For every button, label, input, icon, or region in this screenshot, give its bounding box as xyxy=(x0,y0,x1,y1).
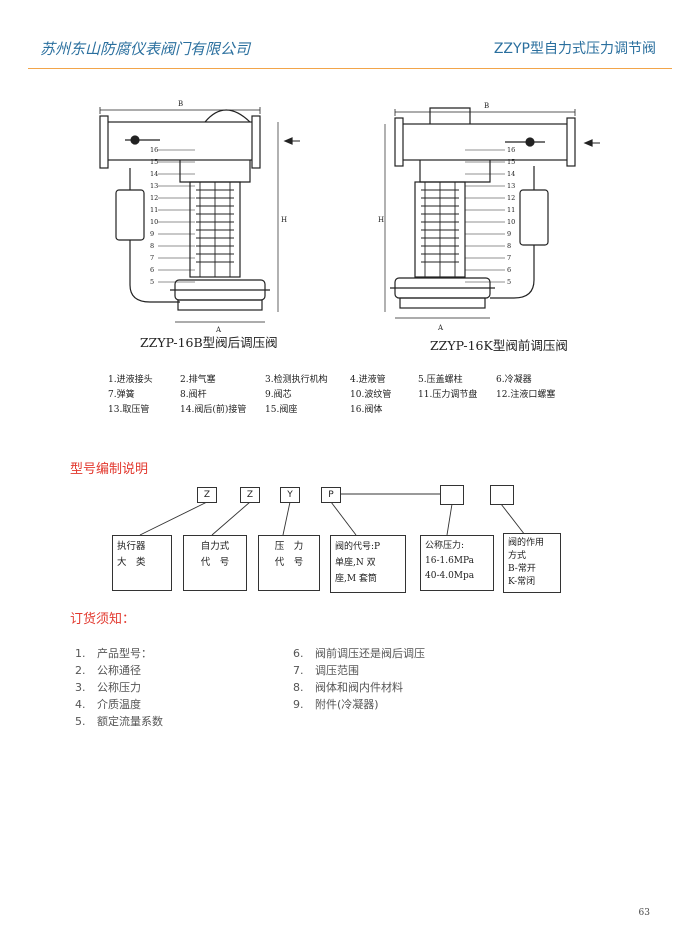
list-item: 8.阀体和阀内件材料 xyxy=(293,681,403,694)
header-rule xyxy=(28,68,672,69)
svg-text:6: 6 xyxy=(150,266,154,274)
legend-item: 16.阀体 xyxy=(350,405,383,415)
right-dim-h: H xyxy=(378,216,384,224)
valve-16k-drawing xyxy=(384,107,600,319)
list-item: 3.公称压力 xyxy=(75,681,141,694)
legend-item: 1.进液接头 xyxy=(108,375,153,385)
right-dim-b: B xyxy=(484,102,489,110)
desc-box-action-mode: 阀的作用 方式 B-常开 K-常闭 xyxy=(503,533,561,593)
svg-text:8: 8 xyxy=(507,242,511,250)
legend-item: 15.阀座 xyxy=(265,405,298,415)
svg-text:16: 16 xyxy=(150,146,158,154)
svg-text:11: 11 xyxy=(507,206,515,214)
right-callouts: 16 15 14 13 12 11 10 9 8 7 6 5 xyxy=(507,146,515,286)
svg-text:15: 15 xyxy=(507,158,515,166)
svg-text:12: 12 xyxy=(507,194,515,202)
svg-text:11: 11 xyxy=(150,206,158,214)
left-dim-h: H xyxy=(281,216,287,224)
svg-text:15: 15 xyxy=(150,158,158,166)
order-section-title: 订货须知： xyxy=(70,612,136,627)
legend-row: 1.进液接头 2.排气塞 3.检测执行机构 4.进液管 5.压盖螺柱 6.冷凝器 xyxy=(108,372,628,387)
left-dim-b: B xyxy=(178,100,183,108)
legend-item: 11.压力调节盘 xyxy=(418,390,478,400)
legend-item: 10.波纹管 xyxy=(350,390,392,400)
svg-text:16: 16 xyxy=(507,146,515,154)
code-box-pressure xyxy=(440,485,464,505)
svg-text:5: 5 xyxy=(150,278,154,286)
order-list-right: 6.阀前调压还是阀后调压 7.调压范围 8.阀体和阀内件材料 9.附件(冷凝器) xyxy=(293,645,425,713)
legend-item: 7.弹簧 xyxy=(108,390,135,400)
desc-box-nominal-pressure: 公称压力: 16-1.6MPa 40-4.0Mpa xyxy=(420,535,494,591)
product-title: ZZYP型自力式压力调节阀 xyxy=(493,41,656,57)
page-number: 63 xyxy=(638,908,650,918)
page-header: 苏州东山防腐仪表阀门有限公司 ZZYP型自力式压力调节阀 xyxy=(0,0,700,72)
legend-item: 9.阀芯 xyxy=(265,390,292,400)
list-item: 2.公称通径 xyxy=(75,664,141,677)
valve-16b-drawing xyxy=(99,107,300,323)
list-item: 1.产品型号： xyxy=(75,647,152,660)
legend-row: 7.弹簧 8.阀杆 9.阀芯 10.波纹管 11.压力调节盘 12.注液口螺塞 xyxy=(108,387,628,402)
legend-item: 8.阀杆 xyxy=(180,390,207,400)
model-code-connectors xyxy=(139,493,526,536)
svg-text:6: 6 xyxy=(507,266,511,274)
model-section-title: 型号编制说明 xyxy=(70,462,149,477)
legend-row: 13.取压管 14.阀后(前)接管 15.阀座 16.阀体 xyxy=(108,402,628,417)
desc-box-self-operated: 自力式 代 号 xyxy=(183,535,247,591)
code-box-action xyxy=(490,485,514,505)
left-callouts: 16 15 14 13 12 11 10 9 8 7 6 5 xyxy=(150,146,158,286)
svg-text:7: 7 xyxy=(507,254,511,262)
parts-legend: 1.进液接头 2.排气塞 3.检测执行机构 4.进液管 5.压盖螺柱 6.冷凝器… xyxy=(108,372,628,417)
svg-text:12: 12 xyxy=(150,194,158,202)
legend-item: 2.排气塞 xyxy=(180,375,216,385)
right-dim-a: A xyxy=(437,324,444,332)
svg-text:9: 9 xyxy=(150,230,154,238)
legend-item: 14.阀后(前)接管 xyxy=(180,405,247,415)
list-item: 6.阀前调压还是阀后调压 xyxy=(293,647,425,660)
code-box-z2: Z xyxy=(240,487,260,503)
svg-text:10: 10 xyxy=(507,218,515,226)
svg-text:7: 7 xyxy=(150,254,154,262)
svg-text:14: 14 xyxy=(150,170,158,178)
svg-text:9: 9 xyxy=(507,230,511,238)
valve-drawings: B H A B H A 16 15 14 13 12 11 10 9 8 7 6… xyxy=(99,100,600,334)
svg-text:13: 13 xyxy=(150,182,158,190)
svg-text:5: 5 xyxy=(507,278,511,286)
legend-item: 4.进液管 xyxy=(350,375,386,385)
order-list-left: 1.产品型号： 2.公称通径 3.公称压力 4.介质温度 5.额定流量系数 xyxy=(75,645,163,730)
code-box-z1: Z xyxy=(197,487,217,503)
legend-item: 6.冷凝器 xyxy=(496,375,532,385)
svg-text:14: 14 xyxy=(507,170,515,178)
legend-item: 13.取压管 xyxy=(108,405,150,415)
left-diagram-caption: ZZYP-16B型阀后调压阀 xyxy=(140,335,278,350)
code-box-p: P xyxy=(321,487,341,503)
desc-box-pressure: 压 力 代 号 xyxy=(258,535,320,591)
legend-item: 12.注液口螺塞 xyxy=(496,390,556,400)
list-item: 9.附件(冷凝器) xyxy=(293,698,379,711)
right-diagram-caption: ZZYP-16K型阀前调压阀 xyxy=(430,338,568,353)
left-dim-a: A xyxy=(215,326,222,334)
list-item: 4.介质温度 xyxy=(75,698,141,711)
company-name: 苏州东山防腐仪表阀门有限公司 xyxy=(40,40,251,58)
legend-item: 3.检测执行机构 xyxy=(265,375,328,385)
list-item: 7.调压范围 xyxy=(293,664,359,677)
svg-text:13: 13 xyxy=(507,182,515,190)
desc-box-actuator: 执行器 大 类 xyxy=(112,535,172,591)
code-box-y: Y xyxy=(280,487,300,503)
svg-text:8: 8 xyxy=(150,242,154,250)
list-item: 5.额定流量系数 xyxy=(75,715,163,728)
legend-item: 5.压盖螺柱 xyxy=(418,375,463,385)
desc-box-valve-code: 阀的代号:P 单座,N 双 座,M 套筒 xyxy=(330,535,406,593)
svg-text:10: 10 xyxy=(150,218,158,226)
